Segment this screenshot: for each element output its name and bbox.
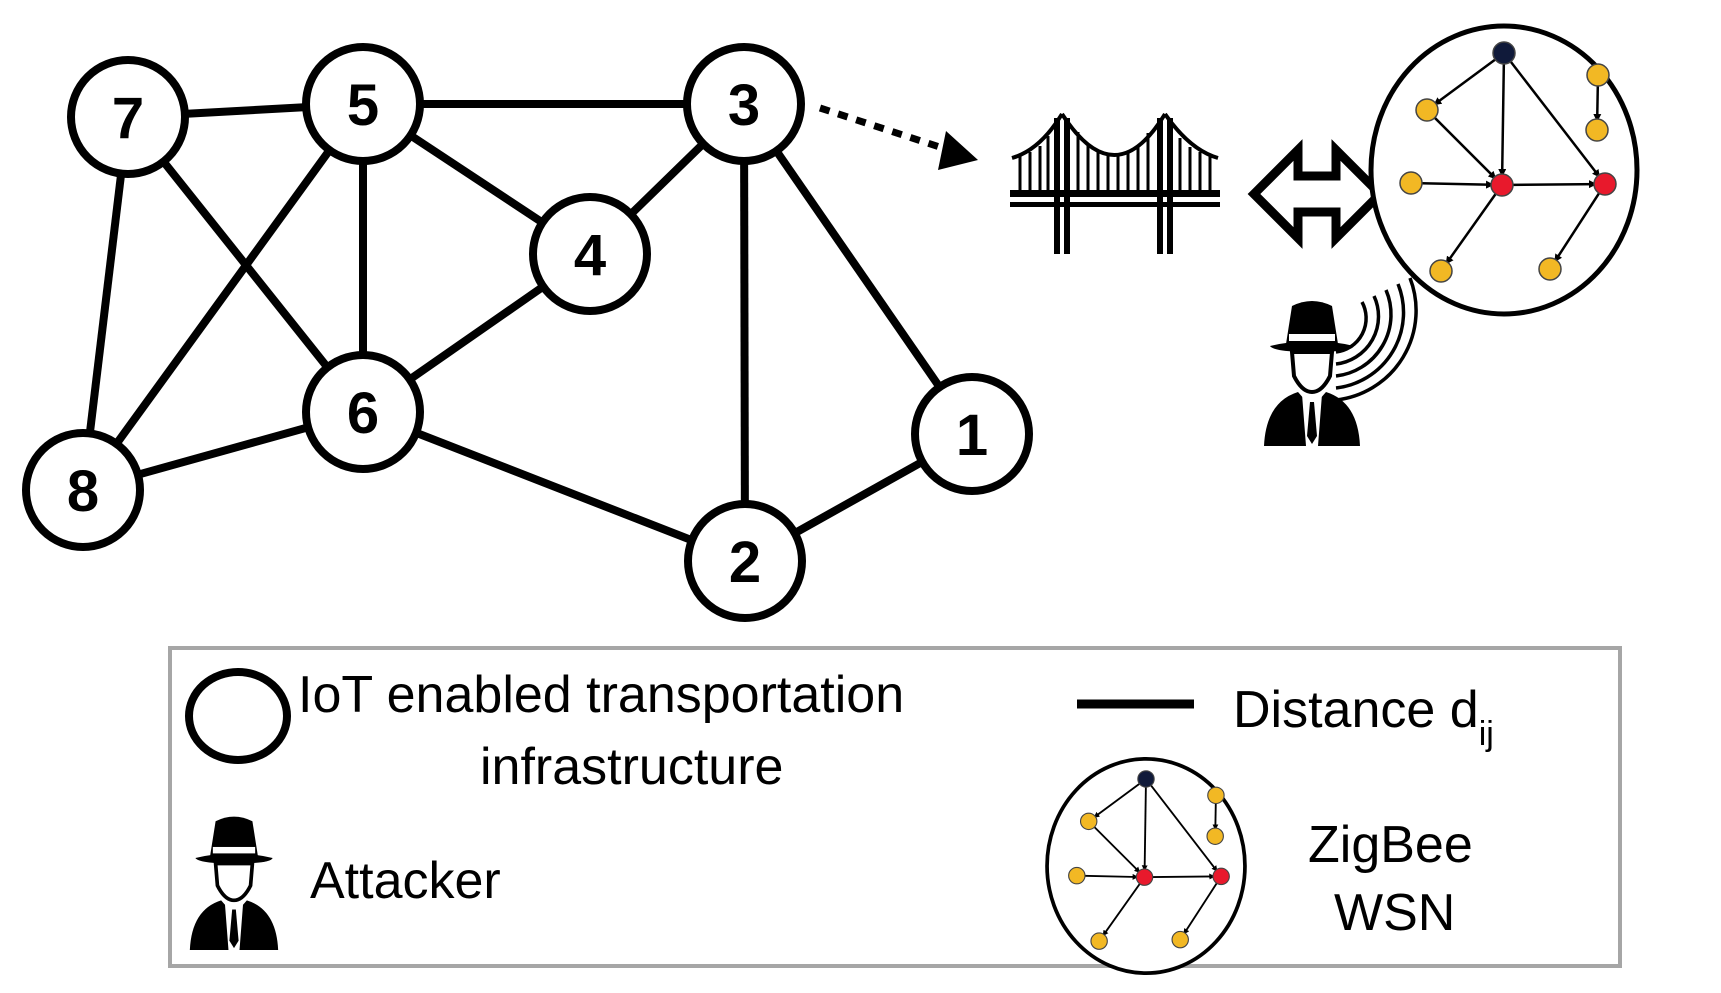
- zigbee-link: [1079, 872, 1139, 880]
- zigbee-link: [1145, 779, 1218, 872]
- zigbee-end-device: [1207, 786, 1225, 805]
- legend-zigbee-label-line1: ZigBee: [1308, 816, 1473, 874]
- node-8: 8: [22, 429, 144, 551]
- edge-3-2: [740, 103, 749, 562]
- zigbee-router: [1135, 868, 1154, 886]
- legend-zigbee-icon: [1045, 757, 1247, 975]
- zigbee-coordinator: [1137, 770, 1155, 788]
- double-arrow-icon: [1247, 139, 1387, 249]
- dotted-arrow: [818, 104, 978, 170]
- legend-attacker-label: Attacker: [310, 852, 501, 910]
- zigbee-link: [1554, 185, 1607, 263]
- node-label: 2: [729, 530, 761, 595]
- zigbee-link: [1141, 781, 1149, 872]
- zigbee-coordinator: [1492, 41, 1516, 65]
- legend-attacker-icon: [189, 816, 279, 950]
- zigbee-link: [1445, 185, 1503, 265]
- node-circle: [22, 429, 144, 551]
- zigbee-link: [1498, 56, 1508, 178]
- node-6: 6: [302, 351, 424, 473]
- graph-nodes: 1 2 3 4 5 6 7 8: [22, 43, 1033, 622]
- node-label: 1: [956, 403, 988, 468]
- zigbee-link: [1088, 821, 1141, 873]
- zigbee-end-device: [1171, 930, 1189, 949]
- legend-distance-label: Distance dij: [1233, 681, 1494, 753]
- zigbee-end-device: [1429, 259, 1453, 283]
- legend: IoT enabled transportation infrastructur…: [168, 646, 1622, 975]
- node-2: 2: [684, 500, 806, 622]
- node-7: 7: [67, 56, 189, 178]
- zigbee-end-device: [1206, 827, 1224, 845]
- zigbee-link: [1505, 180, 1598, 189]
- zigbee-link: [1093, 778, 1146, 818]
- zigbee-end-device: [1538, 257, 1562, 281]
- legend-zigbee-label-line2: WSN: [1334, 884, 1455, 942]
- node-circle: [302, 43, 424, 165]
- zigbee-link: [1102, 877, 1146, 937]
- zigbee-link: [1593, 78, 1602, 123]
- zigbee-link: [1426, 109, 1497, 180]
- zigbee-router: [1593, 172, 1617, 196]
- zigbee-end-device: [1068, 866, 1086, 885]
- node-circle: [529, 193, 651, 315]
- zigbee-end-device: [1090, 932, 1108, 950]
- suspension-bridge-icon: [1010, 112, 1220, 254]
- wireless-signal-icon: [1335, 277, 1418, 402]
- edge-5-8: [79, 101, 367, 493]
- node-circle: [683, 43, 805, 165]
- zigbee-end-device: [1586, 63, 1610, 87]
- node-label: 4: [574, 223, 606, 288]
- node-label: 3: [728, 73, 760, 138]
- zigbee-end-device: [1079, 812, 1098, 831]
- zigbee-router: [1490, 173, 1514, 197]
- legend-node-symbol: [185, 668, 291, 764]
- edge-6-2: [361, 408, 747, 565]
- node-1: 1: [911, 373, 1033, 495]
- node-3: 3: [683, 43, 805, 165]
- node-circle: [911, 373, 1033, 495]
- zigbee-link: [1183, 877, 1223, 935]
- zigbee-end-device: [1585, 118, 1609, 142]
- node-label: 7: [112, 86, 144, 151]
- zigbee-link: [1414, 179, 1495, 189]
- zigbee-end-device: [1415, 98, 1439, 122]
- spy-attacker-icon: [1264, 301, 1360, 446]
- zigbee-network-icon: [1368, 23, 1640, 317]
- zigbee-link: [1433, 52, 1504, 106]
- node-label: 8: [67, 459, 99, 524]
- legend-node-label-line2: infrastructure: [480, 738, 783, 796]
- zigbee-end-device: [1399, 171, 1423, 195]
- node-label: 5: [347, 73, 379, 138]
- zigbee-router: [1212, 867, 1230, 886]
- zigbee-link: [1503, 53, 1601, 178]
- edge-3-1: [740, 101, 976, 437]
- node-label: 6: [347, 381, 379, 446]
- node-circle: [684, 500, 806, 622]
- legend-box: [168, 646, 1622, 968]
- node-circle: [67, 56, 189, 178]
- legend-node-label-line1: IoT enabled transportation: [298, 666, 904, 724]
- node-circle: [302, 351, 424, 473]
- graph-edges: [79, 100, 976, 565]
- node-5: 5: [302, 43, 424, 165]
- zigbee-link: [1147, 873, 1216, 881]
- node-4: 4: [529, 193, 651, 315]
- edge-7-8: [79, 116, 132, 491]
